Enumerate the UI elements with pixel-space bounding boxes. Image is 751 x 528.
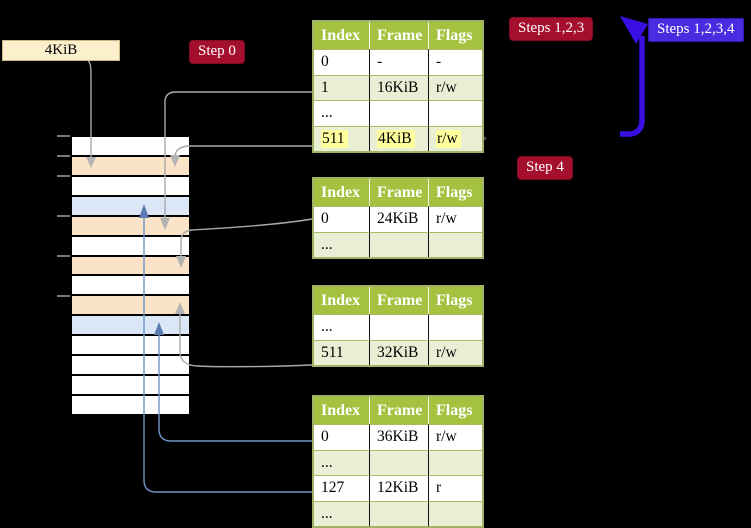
address-tick xyxy=(57,255,70,257)
table-cell: r/w xyxy=(428,74,482,100)
table-cell xyxy=(428,314,482,340)
table-cell: 511 xyxy=(314,339,369,365)
table-cell xyxy=(428,100,482,126)
memory-row-empty xyxy=(72,234,189,255)
badge-steps-1-2-3-4: Steps 1,2,3,4 xyxy=(648,18,744,42)
address-tick xyxy=(57,175,70,177)
table-cell xyxy=(428,231,482,257)
badge-step-4: Step 4 xyxy=(517,156,573,180)
column-header-flags: Flags xyxy=(428,179,482,206)
table-cell xyxy=(369,314,428,340)
column-header-index: Index xyxy=(314,287,369,314)
memory-row-table-frame xyxy=(72,254,189,275)
table-cell: 0 xyxy=(314,424,369,450)
address-tick xyxy=(57,155,70,157)
highlighted-value: 511 xyxy=(321,129,348,148)
page-table-1: Index Frame Flags 0 - - 1 16KiB r/w ... … xyxy=(312,20,484,153)
table-cell: 24KiB xyxy=(369,206,428,232)
table-cell: ... xyxy=(314,100,369,126)
table-cell: 32KiB xyxy=(369,339,428,365)
memory-row-empty xyxy=(72,274,189,295)
table-cell xyxy=(428,500,482,526)
table-cell: 12KiB xyxy=(369,475,428,501)
memory-row-empty xyxy=(72,374,189,394)
table-cell: r xyxy=(428,475,482,501)
table-cell: ... xyxy=(314,231,369,257)
table-cell: r/w xyxy=(428,424,482,450)
memory-row-empty xyxy=(72,174,189,195)
recursive-loop-arrow xyxy=(620,16,648,137)
table-cell xyxy=(369,231,428,257)
memory-row-page-frame xyxy=(72,314,189,335)
arrow-entry0-to-frame-24kib xyxy=(176,218,313,268)
address-tick xyxy=(57,295,70,297)
table-cell: 1 xyxy=(314,74,369,100)
page-table-2: Index Frame Flags 0 24KiB r/w ... xyxy=(312,177,484,259)
memory-row-table-frame xyxy=(72,294,189,315)
highlighted-value: 4KiB xyxy=(377,129,415,148)
address-tick xyxy=(57,215,70,217)
memory-row-empty xyxy=(72,137,189,155)
table-cell xyxy=(369,449,428,475)
address-tick xyxy=(57,135,70,137)
table-cell: ... xyxy=(314,314,369,340)
table-cell xyxy=(369,100,428,126)
table-cell: 0 xyxy=(314,206,369,232)
frame-address-label: 4KiB xyxy=(2,40,120,61)
badge-step-0: Step 0 xyxy=(189,40,245,64)
memory-row-table-frame xyxy=(72,154,189,175)
memory-row-empty xyxy=(72,393,189,414)
table-cell: - xyxy=(369,49,428,75)
table-cell xyxy=(428,449,482,475)
memory-strip xyxy=(70,135,191,416)
page-table-3: Index Frame Flags ... 511 32KiB r/w xyxy=(312,285,484,367)
table-cell-highlighted: 4KiB xyxy=(369,125,428,151)
table-cell xyxy=(369,500,428,526)
table-cell: r/w xyxy=(428,339,482,365)
column-header-flags: Flags xyxy=(428,397,482,424)
table-cell: 36KiB xyxy=(369,424,428,450)
table-cell: - xyxy=(428,49,482,75)
table-cell: 16KiB xyxy=(369,74,428,100)
table-cell: 127 xyxy=(314,475,369,501)
badge-steps-1-2-3: Steps 1,2,3 xyxy=(509,17,594,41)
memory-row-page-frame xyxy=(72,194,189,215)
memory-row-empty xyxy=(72,334,189,355)
column-header-flags: Flags xyxy=(428,287,482,314)
column-header-index: Index xyxy=(314,397,369,424)
column-header-index: Index xyxy=(314,179,369,206)
column-header-frame: Frame xyxy=(369,397,428,424)
table-cell-highlighted: r/w xyxy=(428,125,482,151)
table-cell: ... xyxy=(314,500,369,526)
table-cell: r/w xyxy=(428,206,482,232)
memory-row-empty xyxy=(72,354,189,375)
table-cell: 0 xyxy=(314,49,369,75)
arrow-entry511-to-frame-4kib xyxy=(170,145,312,167)
table-cell-highlighted: 511 xyxy=(314,125,369,151)
highlighted-value: r/w xyxy=(436,129,461,148)
memory-row-table-frame xyxy=(72,214,189,235)
column-header-flags: Flags xyxy=(428,22,482,49)
column-header-frame: Frame xyxy=(369,179,428,206)
column-header-frame: Frame xyxy=(369,22,428,49)
column-header-frame: Frame xyxy=(369,287,428,314)
table-cell: ... xyxy=(314,449,369,475)
page-table-4: Index Frame Flags 0 36KiB r/w ... 127 12… xyxy=(312,395,484,528)
column-header-index: Index xyxy=(314,22,369,49)
arrow-entry511-to-frame-32kib xyxy=(175,302,313,368)
